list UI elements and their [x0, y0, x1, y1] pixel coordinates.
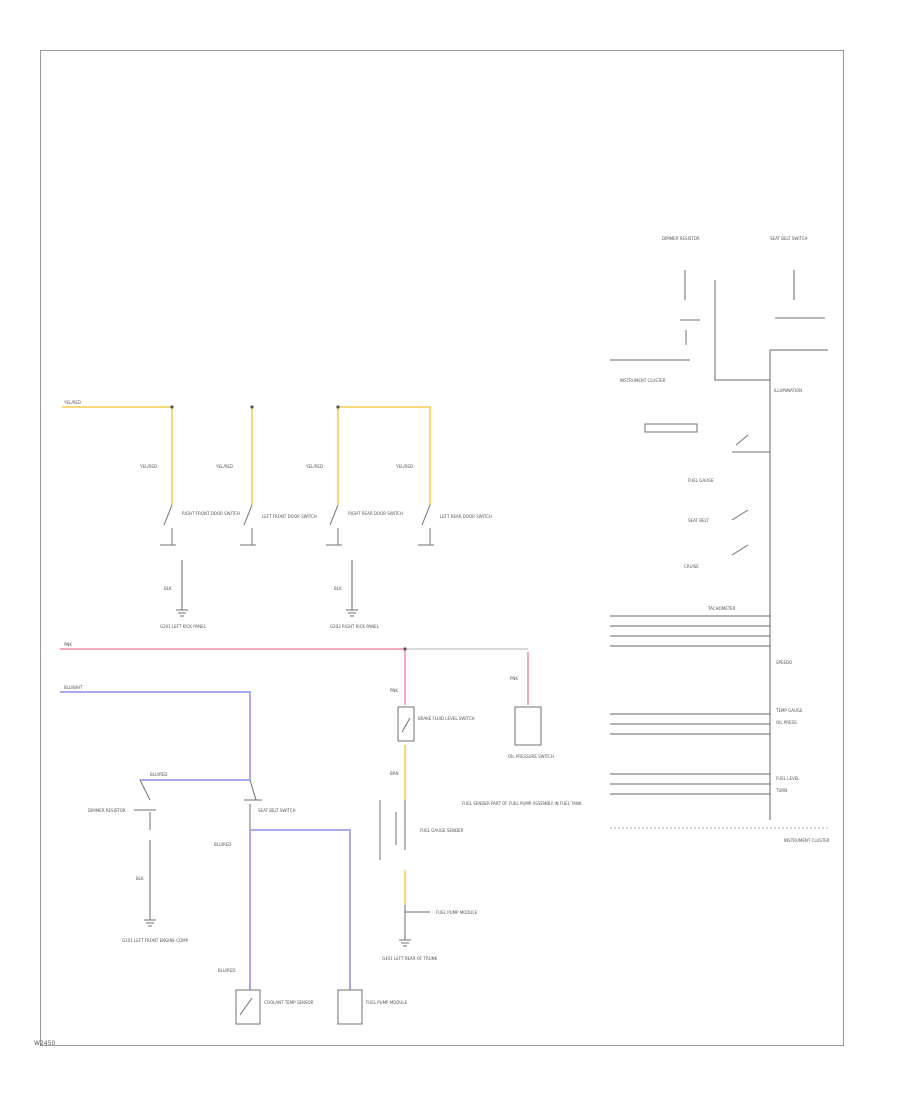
brake-switch [134, 779, 156, 830]
svg-text:YEL/RED: YEL/RED [215, 464, 233, 469]
svg-text:OIL PRESS: OIL PRESS [776, 720, 797, 725]
seat-belt-switch [244, 779, 262, 830]
svg-text:BLU/RED: BLU/RED [214, 842, 231, 847]
label-coolant: COOLANT TEMP SENSOR [264, 1000, 314, 1005]
cluster-outline [769, 349, 828, 820]
fuel-sender-circuit: BRN FUEL GAUGE SENDER FUEL SENDER PART O… [379, 745, 582, 961]
ground-right [346, 609, 358, 617]
svg-text:TACHOMETER: TACHOMETER [707, 606, 736, 611]
coolant-sensor [235, 989, 261, 1025]
label-cluster-title: INSTRUMENT CLUSTER [620, 378, 666, 383]
label-rf-door: RIGHT FRONT DOOR SWITCH [182, 511, 240, 516]
switch-left-front [240, 504, 256, 546]
switch-right-front [160, 504, 176, 546]
cluster-bus-2 [610, 713, 770, 735]
svg-text:FUEL LEVEL: FUEL LEVEL [776, 776, 800, 781]
label-fuel-tank-note: FUEL SENDER PART OF FUEL PUMP ASSEMBLY I… [462, 801, 582, 806]
wire-pink-main [60, 648, 406, 705]
label-fuel-pump-module: FUEL PUMP MODULE [436, 910, 478, 915]
label-dimmer: DIMMER RESISTOR [88, 808, 126, 813]
wire-label-yellow: YEL/RED [63, 400, 81, 405]
label-g202: G202 RIGHT KICK PANEL [330, 624, 380, 629]
label-cluster-illum: ILLUMINATION [774, 388, 802, 393]
svg-text:BLU/RED: BLU/RED [218, 968, 235, 973]
label-g201: G201 LEFT KICK PANEL [160, 624, 207, 629]
cluster-bus-1 [610, 615, 770, 647]
wire-yellow-4 [338, 406, 431, 505]
svg-text:PNK: PNK [510, 676, 518, 681]
label-rr-door: RIGHT REAR DOOR SWITCH [348, 511, 403, 516]
svg-text:SEAT BELT SWITCH: SEAT BELT SWITCH [770, 236, 808, 241]
blue-circuits: BLU/WHT BLU/RED BLU/RED BLU/RED SEAT BEL… [60, 685, 408, 1025]
ground-left [176, 609, 188, 617]
label-fuel-sender: FUEL GAUGE SENDER [420, 828, 464, 833]
svg-text:BLK: BLK [334, 586, 342, 591]
ground-g101 [144, 919, 156, 927]
svg-text:YEL/RED: YEL/RED [395, 464, 413, 469]
door-switch-circuits: YEL/RED YEL/RED YEL/RED YEL/RED YEL/RED … [62, 400, 492, 629]
diagram-code: W2450 [34, 1040, 56, 1047]
cluster-bus-3 [610, 773, 770, 795]
label-brake-fluid: BRAKE FLUID LEVEL SWITCH [418, 716, 475, 721]
svg-text:YEL/RED: YEL/RED [139, 464, 157, 469]
fuel-gauge-sender-box [337, 989, 363, 1025]
svg-text:FUEL GAUGE: FUEL GAUGE [688, 478, 714, 483]
svg-text:TEMP GAUGE: TEMP GAUGE [775, 708, 803, 713]
wire-yellow-1 [62, 406, 173, 505]
wire-blue-lower [250, 829, 351, 990]
svg-text:CRUISE: CRUISE [684, 564, 699, 569]
svg-text:SPEEDO: SPEEDO [776, 660, 792, 665]
svg-text:PNK: PNK [390, 688, 398, 693]
svg-text:BLK: BLK [164, 586, 172, 591]
wire-label-blue: BLU/WHT [64, 685, 83, 690]
oil-pressure-switch [514, 706, 542, 746]
label-lf-door: LEFT FRONT DOOR SWITCH [262, 514, 317, 519]
label-g101: G101 LEFT FRONT ENGINE COMP. [122, 938, 189, 943]
instrument-cluster: DIMMER RESISTOR SEAT BELT SWITCH ILLUMIN… [610, 236, 830, 843]
label-oil-pressure: OIL PRESSURE SWITCH [508, 754, 554, 759]
svg-text:BRN: BRN [390, 771, 399, 776]
svg-text:BLK: BLK [136, 876, 144, 881]
label-lr-door: LEFT REAR DOOR SWITCH [440, 514, 492, 519]
svg-text:DIMMER RESISTOR: DIMMER RESISTOR [662, 236, 700, 241]
svg-text:YEL/RED: YEL/RED [305, 464, 323, 469]
svg-text:INSTRUMENT CLUSTER: INSTRUMENT CLUSTER [784, 838, 830, 843]
wire-label-pink: PNK [64, 642, 72, 647]
diagram-frame [40, 50, 844, 1046]
ground-g401 [399, 939, 411, 947]
svg-text:FUEL PUMP MODULE: FUEL PUMP MODULE [366, 1000, 408, 1005]
pink-circuit: PNK PNK PNK BRAKE FLUID LEVEL SWITCH OIL… [60, 642, 554, 759]
svg-text:SEAT BELT: SEAT BELT [688, 518, 709, 523]
svg-text:TURN: TURN [775, 788, 787, 793]
wire-blue-main [60, 691, 251, 780]
label-seat-belt: SEAT BELT SWITCH [258, 808, 296, 813]
brake-fluid-switch [397, 706, 415, 742]
switch-right-rear [326, 504, 342, 546]
svg-text:BLU/RED: BLU/RED [150, 772, 167, 777]
label-g401: G401 LEFT REAR OF TRUNK [382, 956, 438, 961]
switch-left-rear [418, 504, 434, 546]
